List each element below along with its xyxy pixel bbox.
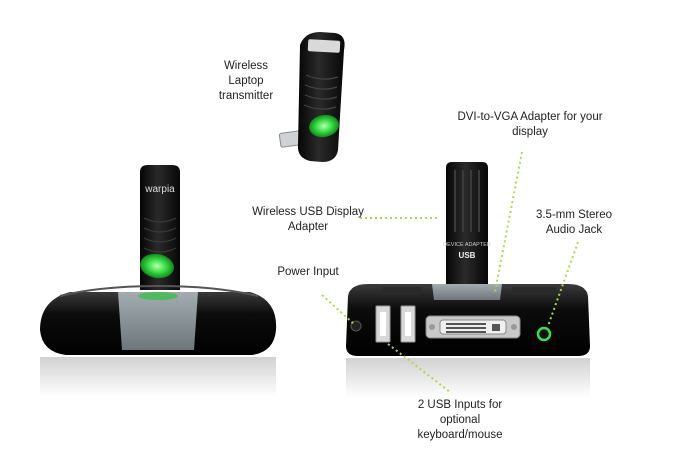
usb-ports — [375, 305, 416, 343]
label-wireless-usb-display-adapter: Wireless USB Display Adapter — [252, 206, 364, 233]
base-station-left: warpia — [40, 165, 277, 397]
label-audio-jack: 3.5-mm Stereo Audio Jack — [535, 209, 613, 236]
label-power-input: Power Input — [277, 266, 339, 278]
label-usb-inputs: 2 USB Inputs for optional keyboard/mouse — [417, 399, 503, 441]
wireless-laptop-transmitter — [278, 32, 345, 162]
sticker-text: DEVICE ADAPTER — [443, 242, 491, 248]
dvi-port — [425, 315, 521, 339]
power-port — [350, 320, 362, 332]
base-station-right: DEVICE ADAPTER USB — [346, 162, 590, 398]
vent-fins — [454, 170, 480, 232]
brand-logo: warpia — [144, 184, 175, 195]
leader-lines — [321, 151, 579, 393]
label-dvi-to-vga-adapter: DVI-to-VGA Adapter for your display — [457, 111, 603, 138]
top-vents — [382, 287, 556, 295]
audio-jack — [536, 326, 552, 342]
label-wireless-laptop-transmitter: Wireless Laptop transmitter — [218, 60, 274, 102]
usb-logo: USB — [459, 251, 476, 260]
